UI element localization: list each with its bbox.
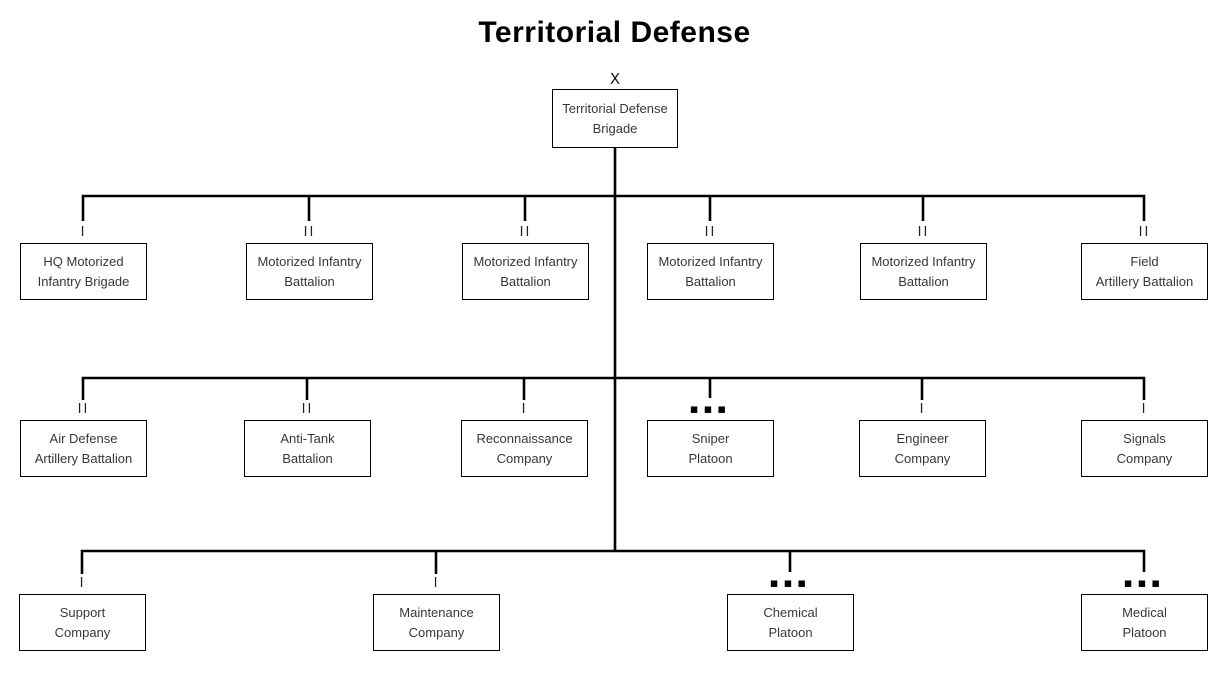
org-box: Signals Company [1081, 420, 1208, 477]
org-node-support-company: I Support Company [19, 576, 146, 651]
echelon-mark: I [1141, 402, 1148, 417]
org-box-label: Reconnaissance Company [476, 431, 573, 466]
org-node-anti-tank-battalion: II Anti-Tank Battalion [244, 402, 371, 477]
org-box: Motorized Infantry Battalion [860, 243, 987, 300]
org-node-motorized-infantry-battalion-4: II Motorized Infantry Battalion [860, 225, 987, 300]
org-node-motorized-infantry-battalion-3: II Motorized Infantry Battalion [647, 225, 774, 300]
org-node-hq-motorized-infantry-brigade: I HQ Motorized Infantry Brigade [20, 225, 147, 300]
org-box-label: Motorized Infantry Battalion [473, 254, 578, 289]
org-box-label: Field Artillery Battalion [1095, 254, 1194, 289]
org-box-label: Medical Platoon [1122, 605, 1167, 640]
org-box-label: Anti-Tank Battalion [280, 431, 335, 466]
org-node-maintenance-company: I Maintenance Company [373, 576, 500, 651]
org-node-territorial-defense-brigade: X Territorial Defense Brigade [552, 70, 678, 148]
org-node-chemical-platoon: ▪▪▪ Chemical Platoon [727, 576, 854, 651]
org-node-air-defense-artillery-battalion: II Air Defense Artillery Battalion [20, 402, 147, 477]
echelon-mark: II [519, 225, 532, 240]
org-node-engineer-company: I Engineer Company [859, 402, 986, 477]
echelon-mark: II [917, 225, 930, 240]
echelon-mark-platoon-dots: ▪▪▪ [1123, 576, 1166, 591]
echelon-mark-brigade-x: X [609, 70, 621, 88]
org-box-label: Motorized Infantry Battalion [257, 254, 362, 289]
org-box-label: HQ Motorized Infantry Brigade [37, 254, 130, 289]
org-box-label: Territorial Defense Brigade [562, 101, 668, 136]
echelon-mark: I [80, 225, 87, 240]
org-box-label: Signals Company [1116, 431, 1173, 466]
echelon-mark: I [919, 402, 926, 417]
row1-bus [81, 194, 1146, 221]
org-node-field-artillery-battalion: II Field Artillery Battalion [1081, 225, 1208, 300]
org-box-label: Maintenance Company [399, 605, 474, 640]
echelon-mark: II [1138, 225, 1151, 240]
org-box: Motorized Infantry Battalion [246, 243, 373, 300]
org-box: Field Artillery Battalion [1081, 243, 1208, 300]
echelon-mark: I [521, 402, 528, 417]
echelon-mark: I [433, 576, 440, 591]
org-box: Maintenance Company [373, 594, 500, 651]
org-box-label: Engineer Company [894, 431, 951, 466]
org-node-sniper-platoon: ▪▪▪ Sniper Platoon [647, 402, 774, 477]
org-box-label: Chemical Platoon [763, 605, 818, 640]
echelon-mark: I [79, 576, 86, 591]
echelon-mark-platoon-dots: ▪▪▪ [689, 402, 732, 417]
org-node-motorized-infantry-battalion-2: II Motorized Infantry Battalion [462, 225, 589, 300]
org-box-label: Motorized Infantry Battalion [658, 254, 763, 289]
echelon-mark: II [301, 402, 314, 417]
echelon-mark: II [704, 225, 717, 240]
org-box: Reconnaissance Company [461, 420, 588, 477]
org-box: Medical Platoon [1081, 594, 1208, 651]
echelon-mark: II [303, 225, 316, 240]
org-box: Motorized Infantry Battalion [647, 243, 774, 300]
org-node-motorized-infantry-battalion-1: II Motorized Infantry Battalion [246, 225, 373, 300]
org-node-signals-company: I Signals Company [1081, 402, 1208, 477]
echelon-mark-platoon-dots: ▪▪▪ [769, 576, 812, 591]
org-box: Motorized Infantry Battalion [462, 243, 589, 300]
org-box: HQ Motorized Infantry Brigade [20, 243, 147, 300]
org-box: Anti-Tank Battalion [244, 420, 371, 477]
org-box: Chemical Platoon [727, 594, 854, 651]
diagram-title: Territorial Defense [478, 16, 751, 49]
org-box-label: Air Defense Artillery Battalion [34, 431, 133, 466]
org-box-label: Sniper Platoon [688, 431, 733, 466]
row3-bus [80, 549, 1146, 574]
org-box: Support Company [19, 594, 146, 651]
echelon-mark: II [77, 402, 90, 417]
org-box: Sniper Platoon [647, 420, 774, 477]
row2-bus [81, 376, 1146, 400]
org-node-reconnaissance-company: I Reconnaissance Company [461, 402, 588, 477]
org-box-label: Motorized Infantry Battalion [871, 254, 976, 289]
org-box: Engineer Company [859, 420, 986, 477]
org-box: Territorial Defense Brigade [552, 89, 678, 148]
org-node-medical-platoon: ▪▪▪ Medical Platoon [1081, 576, 1208, 651]
org-box: Air Defense Artillery Battalion [20, 420, 147, 477]
org-box-label: Support Company [54, 605, 111, 640]
